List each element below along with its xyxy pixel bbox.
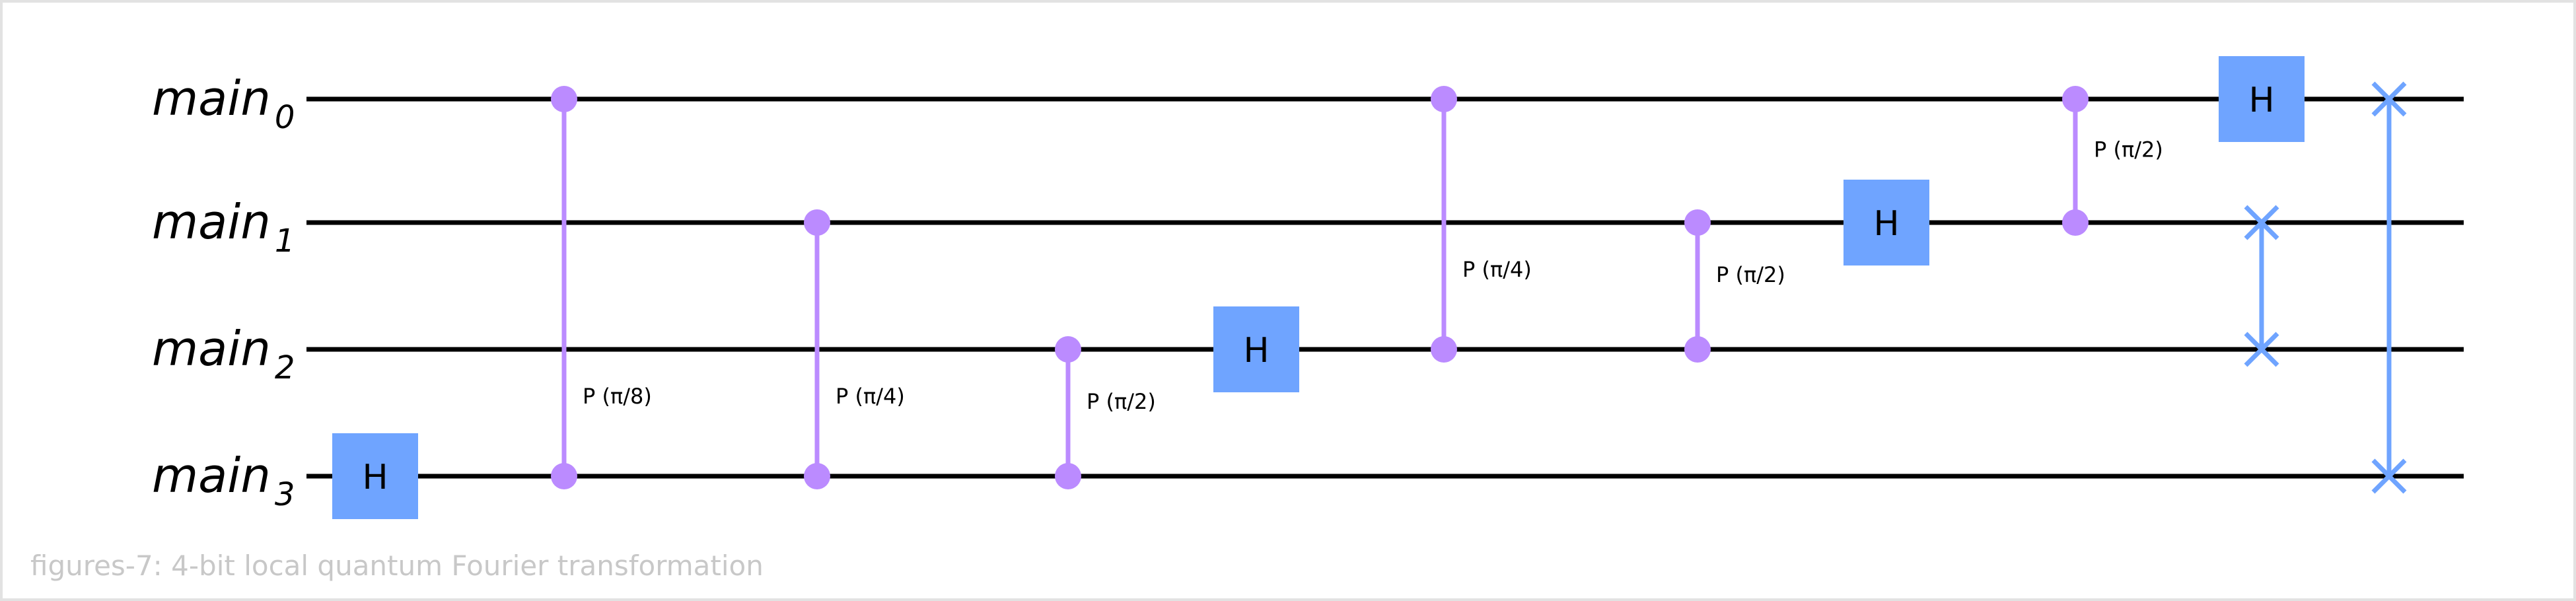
hadamard-gate [1213, 306, 1299, 392]
control-dot [2062, 209, 2089, 236]
control-dot [1431, 86, 1457, 112]
figure-caption: figures-7: 4-bit local quantum Fourier t… [30, 549, 764, 582]
control-dot [804, 209, 830, 236]
control-dot [2062, 86, 2089, 112]
hadamard-gate [1843, 180, 1929, 265]
phase-angle-label: P (π/2) [1716, 262, 1785, 287]
swap-cross-icon [2244, 205, 2279, 240]
hadamard-gate [2219, 56, 2305, 142]
control-dot [551, 463, 577, 489]
control-dot [1055, 336, 1081, 363]
control-dot [551, 86, 577, 112]
control-dot [1684, 209, 1711, 236]
control-dot [1055, 463, 1081, 489]
swap-cross-icon [2371, 458, 2407, 494]
phase-angle-label: P (π/2) [2094, 137, 2163, 162]
hadamard-gate-label: H [362, 458, 388, 497]
phase-angle-label: P (π/4) [836, 384, 905, 409]
phase-angle-label: P (π/2) [1087, 389, 1156, 414]
hadamard-gate-label: H [2248, 81, 2274, 120]
control-dot [804, 463, 830, 489]
hadamard-gate [332, 433, 418, 519]
hadamard-gate-label: H [1873, 204, 1899, 244]
control-dot [1431, 336, 1457, 363]
swap-cross-icon [2244, 332, 2279, 367]
control-dot [1684, 336, 1711, 363]
phase-angle-label: P (π/8) [583, 384, 652, 409]
hadamard-gate-label: H [1243, 331, 1269, 371]
swap-cross-icon [2371, 81, 2407, 117]
phase-angle-label: P (π/4) [1462, 257, 1532, 282]
